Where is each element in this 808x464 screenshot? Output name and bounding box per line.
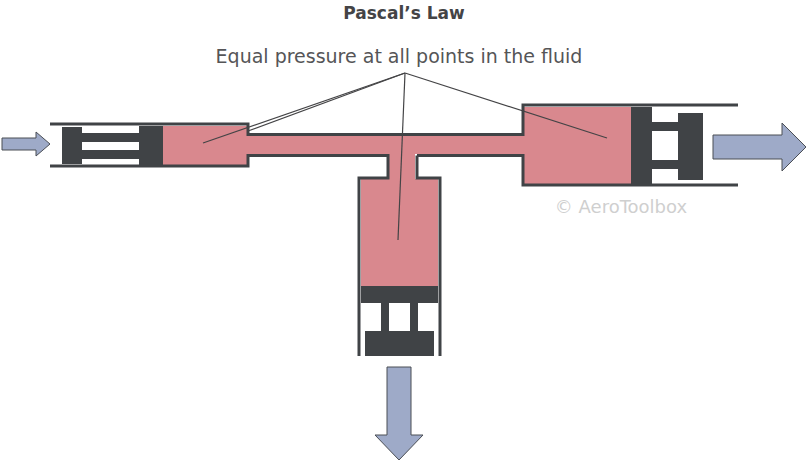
watermark: © AeroToolbox (555, 196, 687, 217)
callout-label: Equal pressure at all points in the flui… (216, 45, 583, 67)
leader-lines (203, 73, 607, 240)
force-arrows (2, 123, 806, 460)
pistons (62, 107, 703, 356)
diagram-title: Pascal’s Law (343, 3, 464, 23)
cylinder-walls (50, 105, 738, 356)
